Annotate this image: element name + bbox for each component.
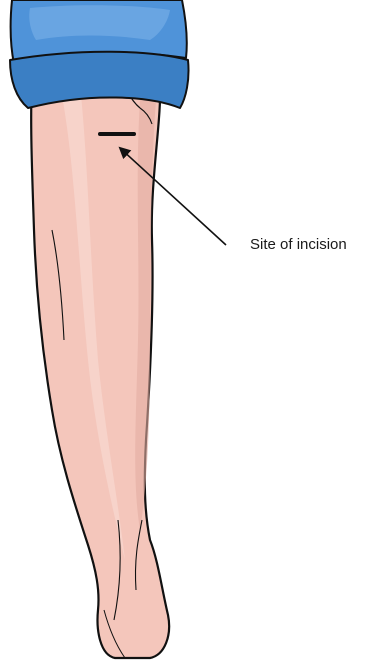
incision-label: Site of incision bbox=[250, 236, 347, 253]
shorts-highlight bbox=[29, 5, 170, 40]
shorts-icon bbox=[10, 0, 189, 108]
leg-illustration bbox=[31, 64, 169, 658]
